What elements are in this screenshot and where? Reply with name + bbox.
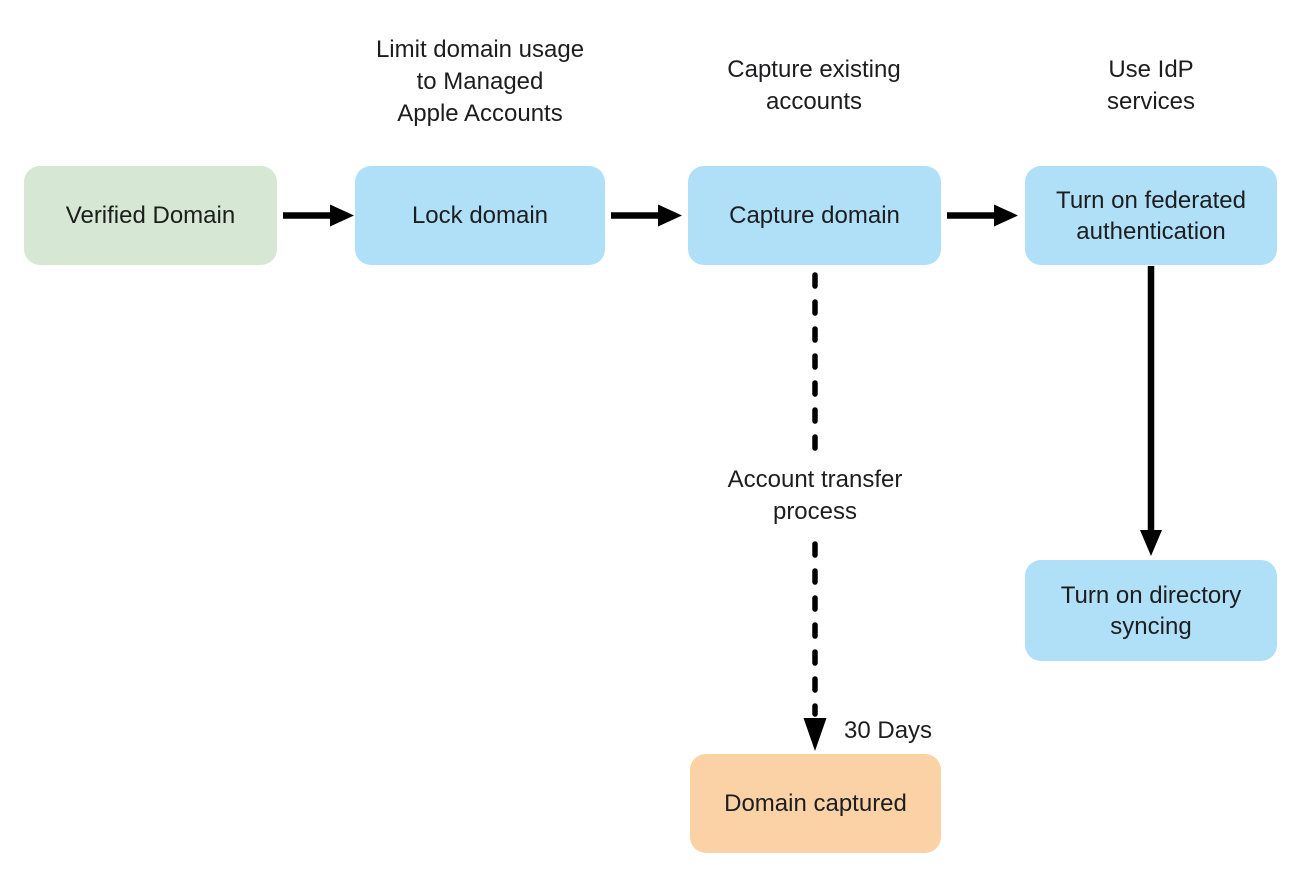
- node-lock-domain-label: Lock domain: [411, 202, 549, 229]
- label-use-idp-services: Use IdP services: [1106, 56, 1196, 115]
- arrow-federated-to-directory: [1140, 266, 1162, 556]
- node-turn-on-federated-authentication: Turn on federated authentication: [1025, 166, 1277, 265]
- node-domain-captured: Domain captured: [690, 754, 941, 853]
- label-capture-existing-accounts: Capture existing accounts: [727, 56, 901, 115]
- node-verified-domain: Verified Domain: [24, 166, 277, 265]
- node-verified-domain-label: Verified Domain: [65, 202, 236, 229]
- node-turn-on-directory-syncing: Turn on directory syncing: [1025, 560, 1277, 661]
- arrow-verified-to-lock: [283, 204, 354, 227]
- label-30-days: 30 Days: [844, 717, 933, 744]
- arrow-lock-to-capture: [611, 204, 682, 227]
- node-directory-syncing-label: Turn on directory syncing: [1060, 581, 1242, 640]
- arrow-capture-to-federated: [947, 204, 1018, 227]
- label-account-transfer-process: Account transfer process: [727, 466, 903, 525]
- node-capture-domain: Capture domain: [688, 166, 941, 265]
- node-federated-authentication-label: Turn on federated authentication: [1056, 186, 1246, 245]
- label-limit-domain-usage: Limit domain usage to Managed Apple Acco…: [375, 36, 585, 127]
- node-domain-captured-label: Domain captured: [724, 790, 907, 817]
- node-lock-domain: Lock domain: [355, 166, 605, 265]
- node-capture-domain-label: Capture domain: [729, 202, 900, 229]
